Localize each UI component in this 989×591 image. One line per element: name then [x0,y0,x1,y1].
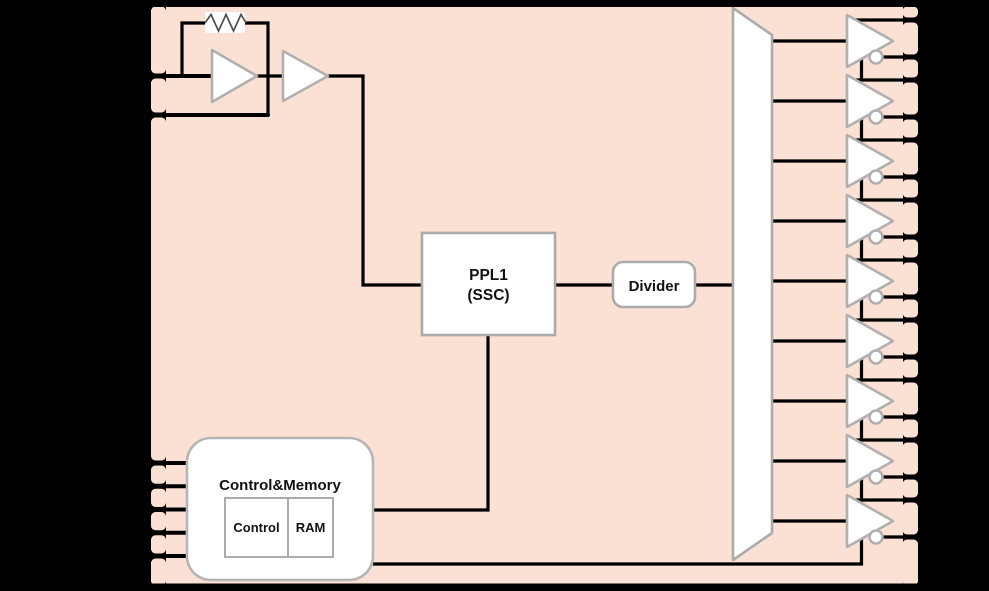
right-edge-pad [902,22,918,55]
ram-subblock-box [287,497,334,558]
pll-block: PPL1 (SSC) [420,231,557,337]
right-edge-pad [902,179,918,198]
output-buffer-9 [772,493,923,549]
divider-block-box [611,260,697,309]
ram-subblock-label: RAM [296,520,326,535]
left-edge-pad [151,558,166,586]
right-edge-pad [902,322,918,355]
resistor-zigzag-icon [204,12,247,34]
left-edge-pad [151,512,166,531]
right-edge-pad [902,202,918,235]
control-memory-block: Control&Memory Control RAM [185,436,375,582]
left-edge-pad [151,488,166,507]
right-edge-pad [902,142,918,175]
output-buffer-5 [772,253,923,321]
divider-block: Divider [611,260,697,309]
pll-label-line2: (SSC) [467,287,509,304]
osc-amplifier-triangle [210,48,259,104]
right-edge-pad [902,419,918,438]
right-edge-pad [902,479,918,498]
left-edge-pad [151,535,166,554]
left-edge-pad [151,465,166,484]
inverting-bubble-icon [868,289,884,305]
right-edge-pad [902,442,918,475]
left-edge-pad [151,78,166,113]
left-edge-pad [151,6,166,74]
right-edge-pad [902,539,918,586]
inverting-bubble-icon [868,109,884,125]
inverting-bubble-icon [868,169,884,185]
osc-buffer-triangle [281,49,330,103]
output-buffer-6 [772,313,923,381]
right-edge-pad [902,59,918,78]
inverting-bubble-icon [868,409,884,425]
control-to-pll-wire [373,335,490,512]
right-edge-pad [902,299,918,318]
divider-label: Divider [629,278,680,295]
right-edge-pad [902,119,918,138]
control-subblock-box [224,497,289,558]
pll-block-box [420,231,557,337]
right-edge-pad [902,262,918,295]
osc-to-pll-wire [328,74,422,287]
output-buffer-4 [772,193,923,261]
wires [145,21,864,566]
left-edge-pads [151,6,166,586]
inverting-bubble-icon [868,229,884,245]
inverting-bubble-icon [868,529,884,545]
control-pin-wires [145,461,189,558]
right-edge-pad [902,359,918,378]
bottom-feedback-wire [373,539,864,566]
right-edge-pad [902,502,918,535]
output-buffer-array [772,13,923,549]
output-buffer-8 [772,433,923,501]
control-memory-title: Control&Memory [219,477,341,494]
chip-top-border [151,3,918,7]
output-buffer-3 [772,133,923,201]
inverting-bubble-icon [868,49,884,65]
inverting-bubble-icon [868,349,884,365]
pll-label-line1: PPL1 [469,267,508,284]
right-edge-pads [902,6,918,586]
right-edge-pad [902,6,918,18]
left-edge-pad [151,117,166,461]
output-buffer-1 [772,13,923,81]
right-edge-pad [902,239,918,258]
chip-bottom-border [151,583,918,588]
inverting-bubble-icon [868,469,884,485]
right-edge-pad [902,382,918,415]
control-subblock-label: Control [233,520,279,535]
output-buffer-2 [772,73,923,141]
right-edge-pad [902,82,918,115]
clock-distribution-trapezoid [731,6,774,562]
output-buffer-7 [772,373,923,441]
